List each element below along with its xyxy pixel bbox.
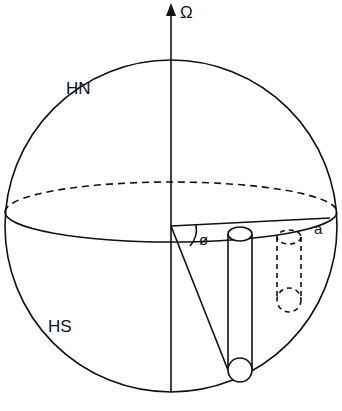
cylinder-top: [228, 227, 252, 241]
latitude-line: [171, 226, 228, 370]
dashed-cylinder-side: [276, 237, 278, 300]
angle-arc: [190, 225, 196, 246]
cylinder-side: [227, 234, 229, 370]
rotation-axis: [170, 10, 172, 392]
label: Ω: [180, 4, 193, 21]
label: a: [314, 221, 322, 236]
label: HS: [48, 318, 72, 335]
cylinder-side: [251, 234, 253, 370]
dashed-cylinder-top: [277, 230, 301, 244]
label: HN: [66, 80, 91, 97]
cylinder-bottom: [228, 358, 252, 382]
dashed-cylinder-bottom: [277, 288, 301, 312]
axis-arrowhead: [166, 3, 176, 16]
label: ø: [199, 232, 208, 247]
equator-back: [5, 182, 337, 212]
dashed-cylinder-side: [300, 237, 302, 300]
radius-line: [171, 218, 330, 226]
